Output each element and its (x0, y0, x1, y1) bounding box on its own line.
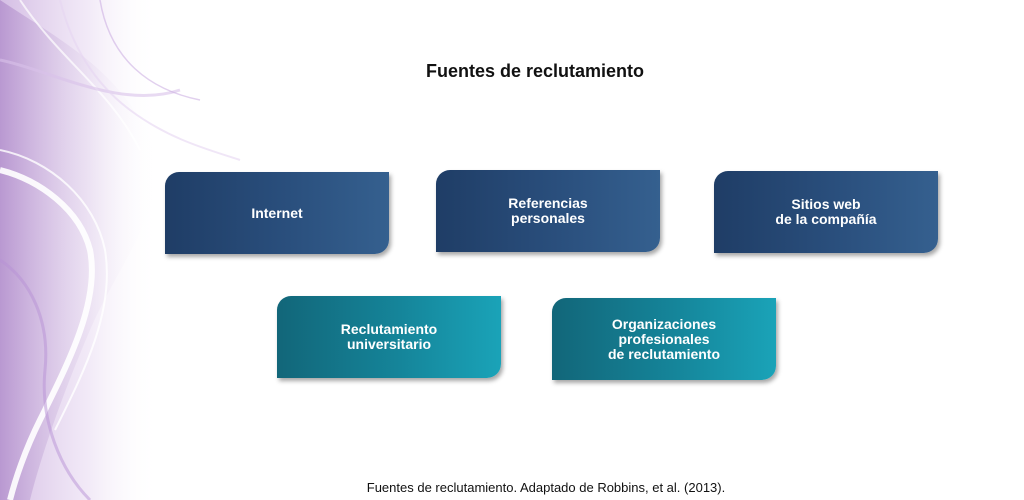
decorative-swirl-background (0, 0, 241, 500)
source-box-sitios-web: Sitios web de la compañía (714, 171, 938, 253)
figure-caption: Fuentes de reclutamiento. Adaptado de Ro… (366, 480, 726, 495)
source-box-reclutamiento-universitario: Reclutamiento universitario (277, 296, 501, 378)
source-box-referencias-personales: Referencias personales (436, 170, 660, 252)
diagram-title: Fuentes de reclutamiento (425, 61, 645, 81)
source-box-internet: Internet (165, 172, 389, 254)
source-box-organizaciones-profesionales: Organizaciones profesionales de reclutam… (552, 298, 776, 380)
